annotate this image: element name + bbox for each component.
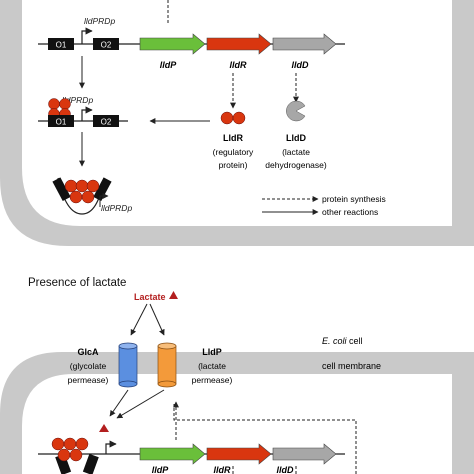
lldR-protein-bound bbox=[48, 98, 60, 110]
operator-o2 bbox=[93, 38, 119, 50]
gene-lldR-arrow bbox=[206, 33, 272, 55]
operator-o1-bottom bbox=[82, 453, 99, 474]
promoter-arrow bbox=[81, 27, 93, 44]
lldR-product-name: LldR bbox=[223, 133, 243, 143]
lldR-protein-active bbox=[51, 437, 65, 451]
internal-lactate-arrow-2 bbox=[116, 389, 165, 419]
gene-lldP-label: lldP bbox=[160, 60, 177, 70]
ecoli-rest: cell bbox=[347, 336, 363, 346]
lldR-protein-bound bbox=[59, 98, 71, 110]
lldp-desc2: permease) bbox=[192, 375, 233, 385]
lactate-triangle-icon bbox=[169, 291, 178, 299]
lactate-to-glca-arrow bbox=[130, 303, 148, 336]
promoter-arrow-2 bbox=[81, 106, 93, 121]
lldD-product-desc1: (lactate bbox=[282, 147, 310, 157]
ecoli-italic: E. coli bbox=[322, 336, 348, 346]
lldR-protein-active bbox=[57, 448, 71, 462]
glca-name: GlcA bbox=[77, 347, 99, 357]
gene-lldD-label-bottom: lldD bbox=[277, 465, 294, 474]
glca-desc1: (glycolate bbox=[70, 361, 107, 371]
lldR-product-desc2: protein) bbox=[219, 160, 248, 170]
operator-o2-bottom bbox=[55, 453, 72, 474]
gene-lldR-label-bottom: lldR bbox=[214, 465, 231, 474]
lldp-name: LldP bbox=[202, 347, 222, 357]
lldR-protein-free bbox=[220, 111, 234, 125]
lldR-protein-free bbox=[232, 111, 246, 125]
internal-lactate-triangle-icon bbox=[99, 424, 109, 432]
lldR-protein-active bbox=[69, 448, 83, 462]
lldD-product-name: LldD bbox=[286, 133, 306, 143]
lldR-product-desc1: (regulatory bbox=[213, 147, 254, 157]
ecoli-cell-label: E. coli cell bbox=[322, 336, 363, 346]
operator-o2-row2 bbox=[93, 115, 119, 127]
operator-o1-row2-label: O1 bbox=[56, 118, 67, 127]
lldd-synthesis-feedback-arrow bbox=[173, 404, 357, 474]
lactate-label: Lactate bbox=[134, 292, 166, 302]
lldR-protein-active bbox=[63, 437, 77, 451]
top-cell-membrane bbox=[0, 0, 474, 246]
gene-lldP-label-bottom: lldP bbox=[152, 465, 169, 474]
glca-desc2: permease) bbox=[68, 375, 109, 385]
gene-lldR-arrow-bottom bbox=[206, 443, 272, 465]
legend-solid-label: other reactions bbox=[322, 207, 378, 217]
gene-lldD-arrow-bottom bbox=[272, 443, 337, 465]
glca-permease bbox=[118, 342, 138, 388]
operator-o2-label: O2 bbox=[101, 41, 112, 50]
promoter-label: lldPRDp bbox=[84, 16, 115, 26]
top-panel: O1 O2 lldPRDp lldP lldR lldD lldPRDp O1 … bbox=[0, 0, 474, 246]
promoter-label-loop: lldPRDp bbox=[101, 203, 132, 213]
dna-loop-repression-complex bbox=[52, 177, 112, 215]
gene-lldD-arrow bbox=[272, 33, 337, 55]
gene-lldD-label: lldD bbox=[292, 60, 309, 70]
legend-dashed-label: protein synthesis bbox=[322, 194, 386, 204]
operator-o1 bbox=[48, 38, 74, 50]
lldD-protein bbox=[286, 100, 306, 122]
lldp-permease bbox=[157, 342, 177, 388]
operator-o1-label: O1 bbox=[56, 41, 67, 50]
lldD-product-desc2: dehydrogenase) bbox=[265, 160, 327, 170]
lldR-protein-active bbox=[75, 437, 89, 451]
cell-membrane-label: cell membrane bbox=[322, 361, 381, 371]
internal-lactate-arrow-1 bbox=[109, 389, 129, 417]
gene-lldP-arrow bbox=[139, 33, 206, 55]
operator-o2-row2-label: O2 bbox=[101, 118, 112, 127]
gene-lldP-arrow-bottom bbox=[139, 443, 206, 465]
bottom-cell-membrane bbox=[0, 352, 474, 474]
presence-heading: Presence of lactate bbox=[28, 277, 126, 289]
lactate-to-lldp-arrow bbox=[149, 303, 165, 336]
operator-o1-row2 bbox=[48, 115, 74, 127]
gene-lldR-label: lldR bbox=[230, 60, 247, 70]
promoter-arrow-bottom bbox=[105, 440, 117, 454]
promoter-label-2: lldPRDp bbox=[62, 95, 93, 105]
bottom-panel: Presence of lactate Lactate GlcA (glycol… bbox=[0, 277, 474, 474]
lldp-desc1: (lactate bbox=[198, 361, 226, 371]
